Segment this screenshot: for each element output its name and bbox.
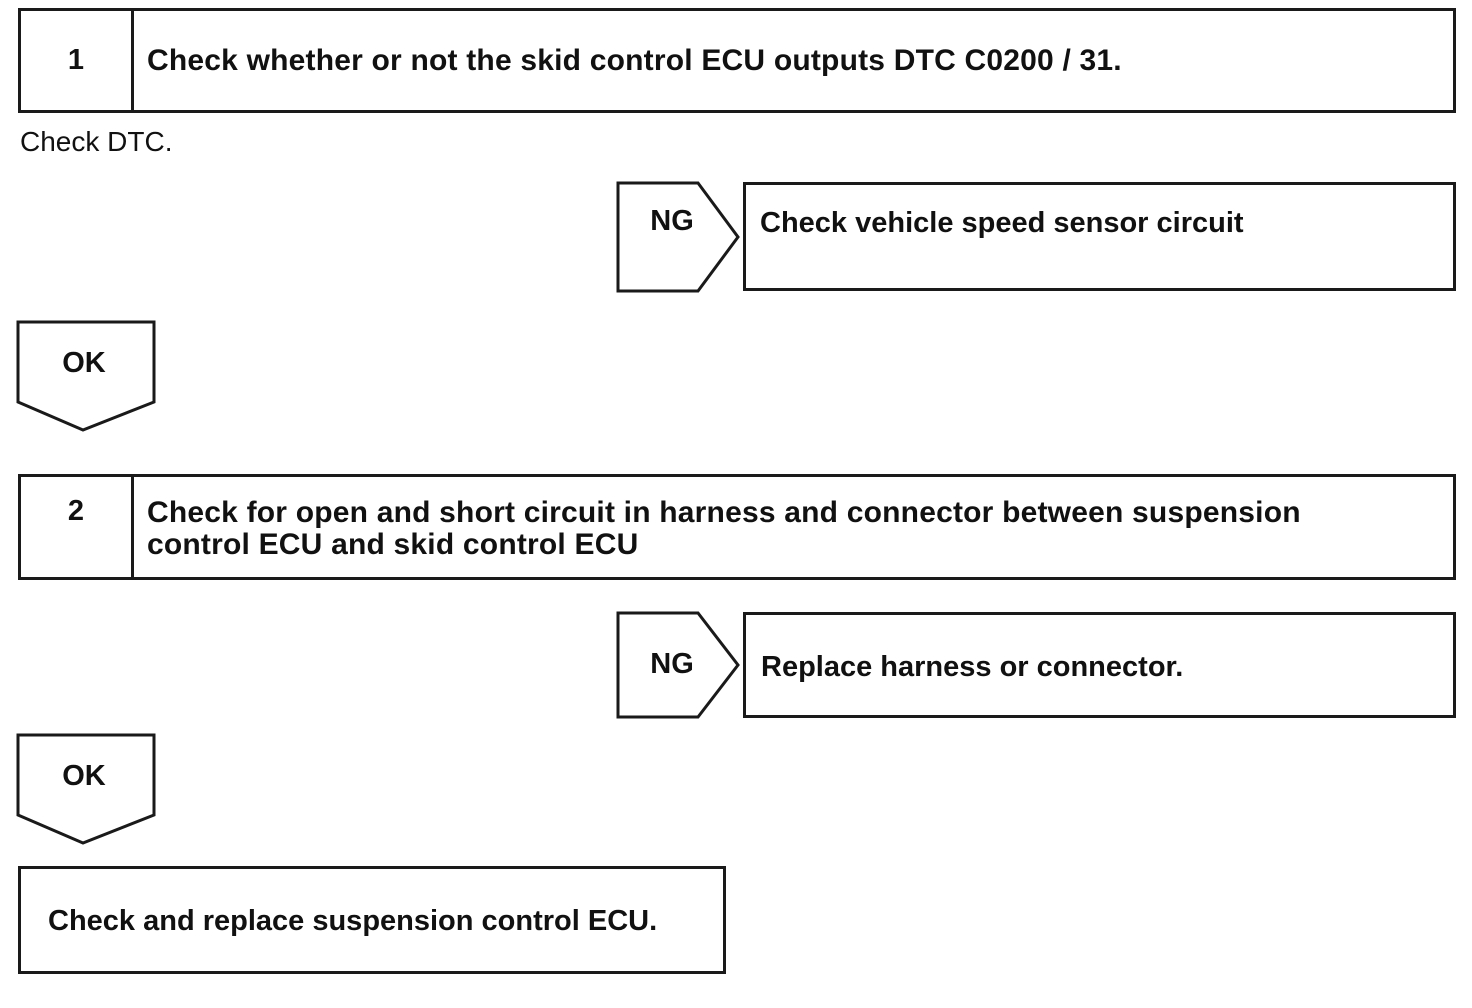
ok-arrow-1 [16, 320, 156, 432]
step-1-title: Check whether or not the skid control EC… [147, 44, 1122, 77]
ok-label-2: OK [62, 760, 106, 792]
ng-label-2: NG [650, 648, 694, 680]
final-action-text: Check and replace suspension control ECU… [48, 905, 658, 937]
ok-arrow-2 [16, 733, 156, 845]
ok-label-1: OK [62, 347, 106, 379]
step-2-title: Check for open and short circuit in harn… [147, 497, 1433, 561]
step-1-instruction: Check DTC. [20, 126, 173, 157]
ng-result-text-2: Replace harness or connector. [761, 651, 1184, 683]
ng-result-box-1: Check vehicle speed sensor circuit [743, 182, 1456, 291]
step-2-title-line-2: control ECU and skid control ECU [147, 528, 639, 561]
step-2-title-line-1: Check for open and short circuit in harn… [147, 496, 1301, 529]
ng-label-1: NG [650, 205, 694, 237]
step-2-box: 2 Check for open and short circuit in ha… [18, 474, 1456, 580]
final-action-box: Check and replace suspension control ECU… [18, 866, 726, 974]
ng-arrow-1 [616, 181, 740, 293]
step-2-number: 2 [21, 477, 134, 577]
ng-result-box-2: Replace harness or connector. [743, 612, 1456, 718]
ng-arrow-2 [616, 611, 740, 719]
step-1-box: 1 Check whether or not the skid control … [18, 8, 1456, 113]
step-2-number-text: 2 [67, 495, 85, 527]
step-1-number: 1 [21, 11, 134, 110]
ng-result-text-1: Check vehicle speed sensor circuit [760, 207, 1244, 239]
